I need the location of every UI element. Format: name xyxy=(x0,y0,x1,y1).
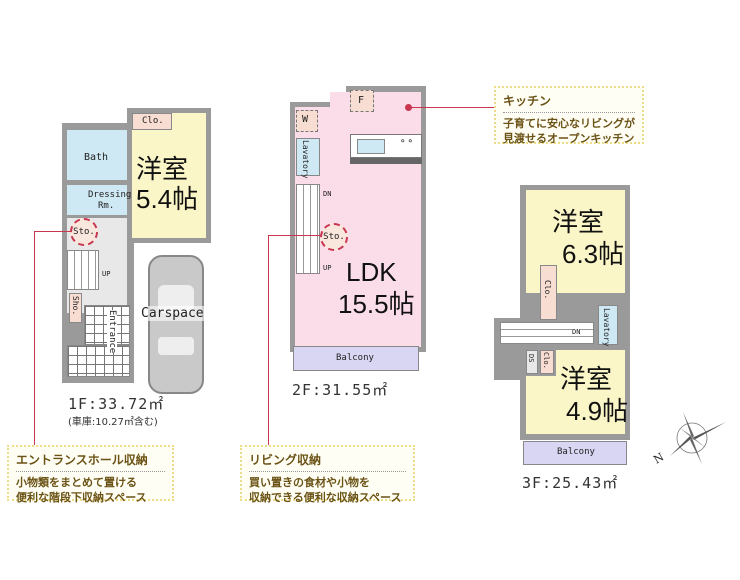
stairs-dn-label: DN xyxy=(572,328,581,336)
callout-title: キッチン xyxy=(503,92,635,113)
lavatory xyxy=(296,138,320,176)
room-b-name: 洋室 xyxy=(560,364,613,394)
living-storage: Sto. xyxy=(320,223,348,251)
entrance-storage-callout: エントランスホール収納 小物類をまとめて置ける 便利な階段下収納スペース xyxy=(7,445,174,504)
ldk-name: LDK xyxy=(346,257,397,287)
kitchen-cabinet xyxy=(350,158,422,164)
closet-label: Clo. xyxy=(142,116,164,126)
callout-line-1: 小物類をまとめて置ける xyxy=(16,476,137,489)
dressing-room xyxy=(67,185,127,215)
dressing-label: Dressing xyxy=(88,190,132,200)
washer-space xyxy=(296,110,318,132)
callout-line-2: 収納できる便利な収納スペース xyxy=(249,491,402,504)
balcony-label: Balcony xyxy=(557,447,595,457)
closet xyxy=(132,113,172,130)
room-name: 洋室 xyxy=(136,154,189,184)
closet-a xyxy=(540,265,557,320)
carspace-label: Carspace xyxy=(141,306,204,321)
shoe-closet xyxy=(69,293,82,323)
floor-2-area: 2F:31.55㎡ xyxy=(292,381,389,399)
bath-room xyxy=(67,130,127,180)
fridge-space xyxy=(350,90,374,112)
lavatory-label: Lavatory xyxy=(602,308,611,347)
callout-line-2: 便利な階段下収納スペース xyxy=(16,491,147,504)
compass-icon: N xyxy=(650,408,730,468)
balcony xyxy=(523,441,627,465)
ldk-size: 15.5帖 xyxy=(338,289,415,319)
room-b-size: 4.9帖 xyxy=(566,396,629,426)
kitchen-marker xyxy=(405,104,412,111)
living-storage-callout: リビング収納 買い置きの食材や小物を 収納できる便利な収納スペース xyxy=(240,445,415,504)
stairs xyxy=(67,250,99,290)
leader-line xyxy=(268,235,269,446)
entrance-storage: Sto. xyxy=(70,218,98,246)
balcony xyxy=(293,346,419,371)
closet-b-label: Clo. xyxy=(542,352,550,369)
fridge-label: F xyxy=(358,95,365,106)
stairs xyxy=(296,184,320,274)
western-room-4-9-lower xyxy=(526,376,625,434)
closet-a-label: Clo. xyxy=(543,280,552,300)
shoe-closet-label: Sho. xyxy=(71,296,80,316)
stairs-up-label: UP xyxy=(323,264,332,272)
dressing-label-2: Rm. xyxy=(98,201,115,211)
washer-label: W xyxy=(302,114,309,125)
leader-line xyxy=(34,231,70,232)
callout-line-1: 買い置きの食材や小物を xyxy=(249,476,370,489)
floor-3-area: 3F:25.43㎡ xyxy=(522,474,619,492)
lavatory-label: Lavatory xyxy=(301,140,310,179)
kitchen-callout: キッチン 子育てに安心なリビングが 見渡せるオープンキッチン xyxy=(494,86,644,145)
room-size: 5.4帖 xyxy=(136,184,199,214)
western-room-5-4 xyxy=(132,113,206,238)
floor-1-area: 1F:33.72㎡ xyxy=(68,395,165,413)
room-a-name: 洋室 xyxy=(552,207,605,237)
room-a-size: 6.3帖 xyxy=(562,239,625,269)
stove-icon: ⚬⚬ xyxy=(399,137,415,147)
lavatory xyxy=(598,305,618,345)
callout-title: エントランスホール収納 xyxy=(16,451,165,472)
western-room-4-9 xyxy=(556,350,625,380)
callout-title: リビング収納 xyxy=(249,451,406,472)
shelf-label: DS xyxy=(527,354,535,363)
kitchen-counter: ⚬⚬ xyxy=(350,134,422,158)
callout-line-1: 子育てに安心なリビングが xyxy=(503,117,635,130)
entrance-label: Entrance xyxy=(107,310,117,354)
stairs-up-label: UP xyxy=(102,270,111,278)
floor-1-area-note: (車庫:10.27㎡含む) xyxy=(68,417,158,428)
leader-line xyxy=(268,235,320,236)
shelf xyxy=(526,350,538,374)
bath-label: Bath xyxy=(84,152,109,163)
stairs xyxy=(500,322,594,344)
car-icon xyxy=(148,255,204,394)
balcony-label: Balcony xyxy=(336,353,374,363)
porch xyxy=(67,345,130,377)
leader-line xyxy=(34,231,35,446)
callout-line-2: 見渡せるオープンキッチン xyxy=(503,132,635,145)
closet-b xyxy=(540,350,554,374)
stairs-dn-label: DN xyxy=(323,190,332,198)
leader-line xyxy=(408,107,494,108)
